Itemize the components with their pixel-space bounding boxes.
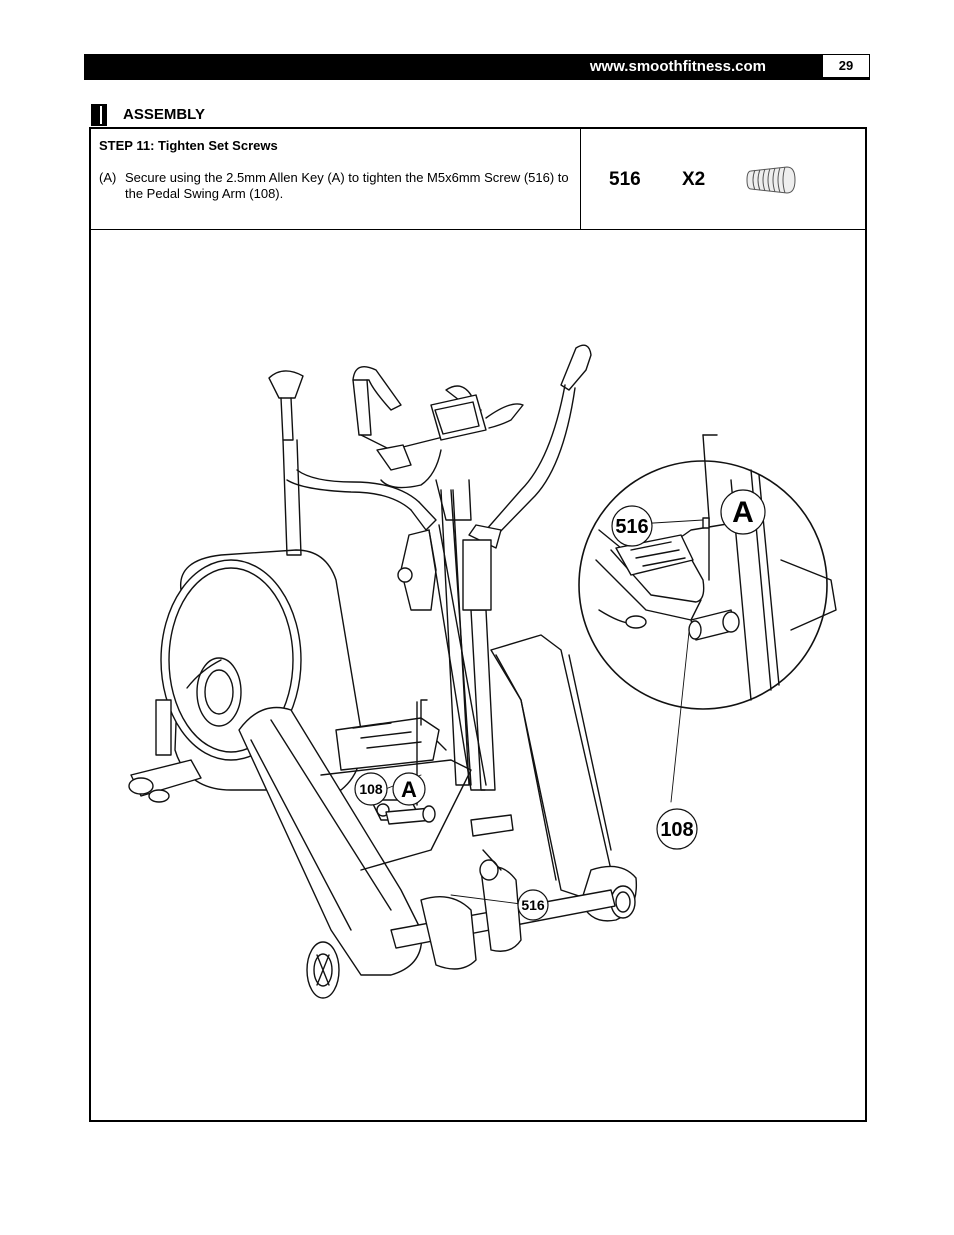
callout-516-main: 516 [521,897,545,913]
part-number: 516 [609,169,641,190]
page-header: www.smoothfitness.com 29 [84,54,870,80]
instruction-label: (A) [99,170,117,185]
header-rule [84,78,870,80]
front-axle [306,866,616,999]
section-marker-icon [91,104,107,126]
set-screw-icon [746,166,796,194]
left-handlebar [268,370,437,556]
row-divider [91,229,865,230]
instruction-text: Secure using the 2.5mm Allen Key (A) to … [125,170,569,201]
step-frame: STEP 11: Tighten Set Screws (A) Secure u… [89,127,867,1122]
pedal-pivot [385,805,514,881]
callout-516-detail: 516 [615,516,648,538]
website-url[interactable]: www.smoothfitness.com [589,58,766,75]
elliptical-trainer-illustration: 516 A 108 108 A 516 [128,344,837,999]
page-number: 29 [822,54,870,78]
header-black-band: www.smoothfitness.com [84,54,822,78]
callout-a-detail: A [732,496,754,529]
part-quantity: X2 [682,169,706,190]
console-mast [352,366,524,786]
parts-cell: 516 X2 [581,129,865,229]
right-arm [462,344,592,791]
callout-circles [354,489,766,921]
section-title: ASSEMBLY [123,106,205,123]
callout-a-main: A [401,777,417,802]
instruction-cell: STEP 11: Tighten Set Screws (A) Secure u… [91,129,581,229]
detail-magnifier [578,434,837,710]
step-title: STEP 11: Tighten Set Screws [99,138,278,153]
left-arm-link [397,524,487,791]
rear-stabilizer [128,699,202,803]
callout-108-main: 108 [359,781,383,797]
callout-108-detail: 108 [660,819,693,841]
